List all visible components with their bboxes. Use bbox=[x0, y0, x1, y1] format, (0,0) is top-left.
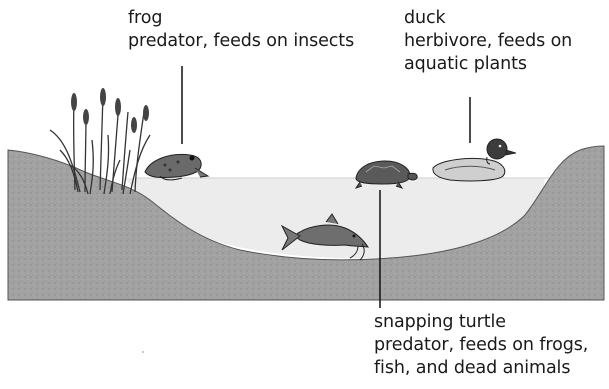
frog-description: predator, feeds on insects bbox=[128, 30, 354, 53]
turtle-description-line-2: fish, and dead animals bbox=[374, 357, 588, 380]
turtle-description-line-1: predator, feeds on frogs, bbox=[374, 334, 588, 357]
frog-label: frog predator, feeds on insects bbox=[128, 7, 354, 53]
frog-illustration bbox=[145, 154, 208, 180]
cattail-heads bbox=[71, 88, 149, 133]
snapping-turtle-label: snapping turtle predator, feeds on frogs… bbox=[374, 311, 588, 380]
duck-label: duck herbivore, feeds on aquatic plants bbox=[404, 7, 572, 76]
speck-dot bbox=[142, 351, 144, 353]
frog-name: frog bbox=[128, 7, 354, 30]
duck-illustration bbox=[433, 139, 516, 181]
duck-description-line-2: aquatic plants bbox=[404, 53, 572, 76]
duck-description-line-1: herbivore, feeds on bbox=[404, 30, 572, 53]
duck-name: duck bbox=[404, 7, 572, 30]
turtle-name: snapping turtle bbox=[374, 311, 588, 334]
